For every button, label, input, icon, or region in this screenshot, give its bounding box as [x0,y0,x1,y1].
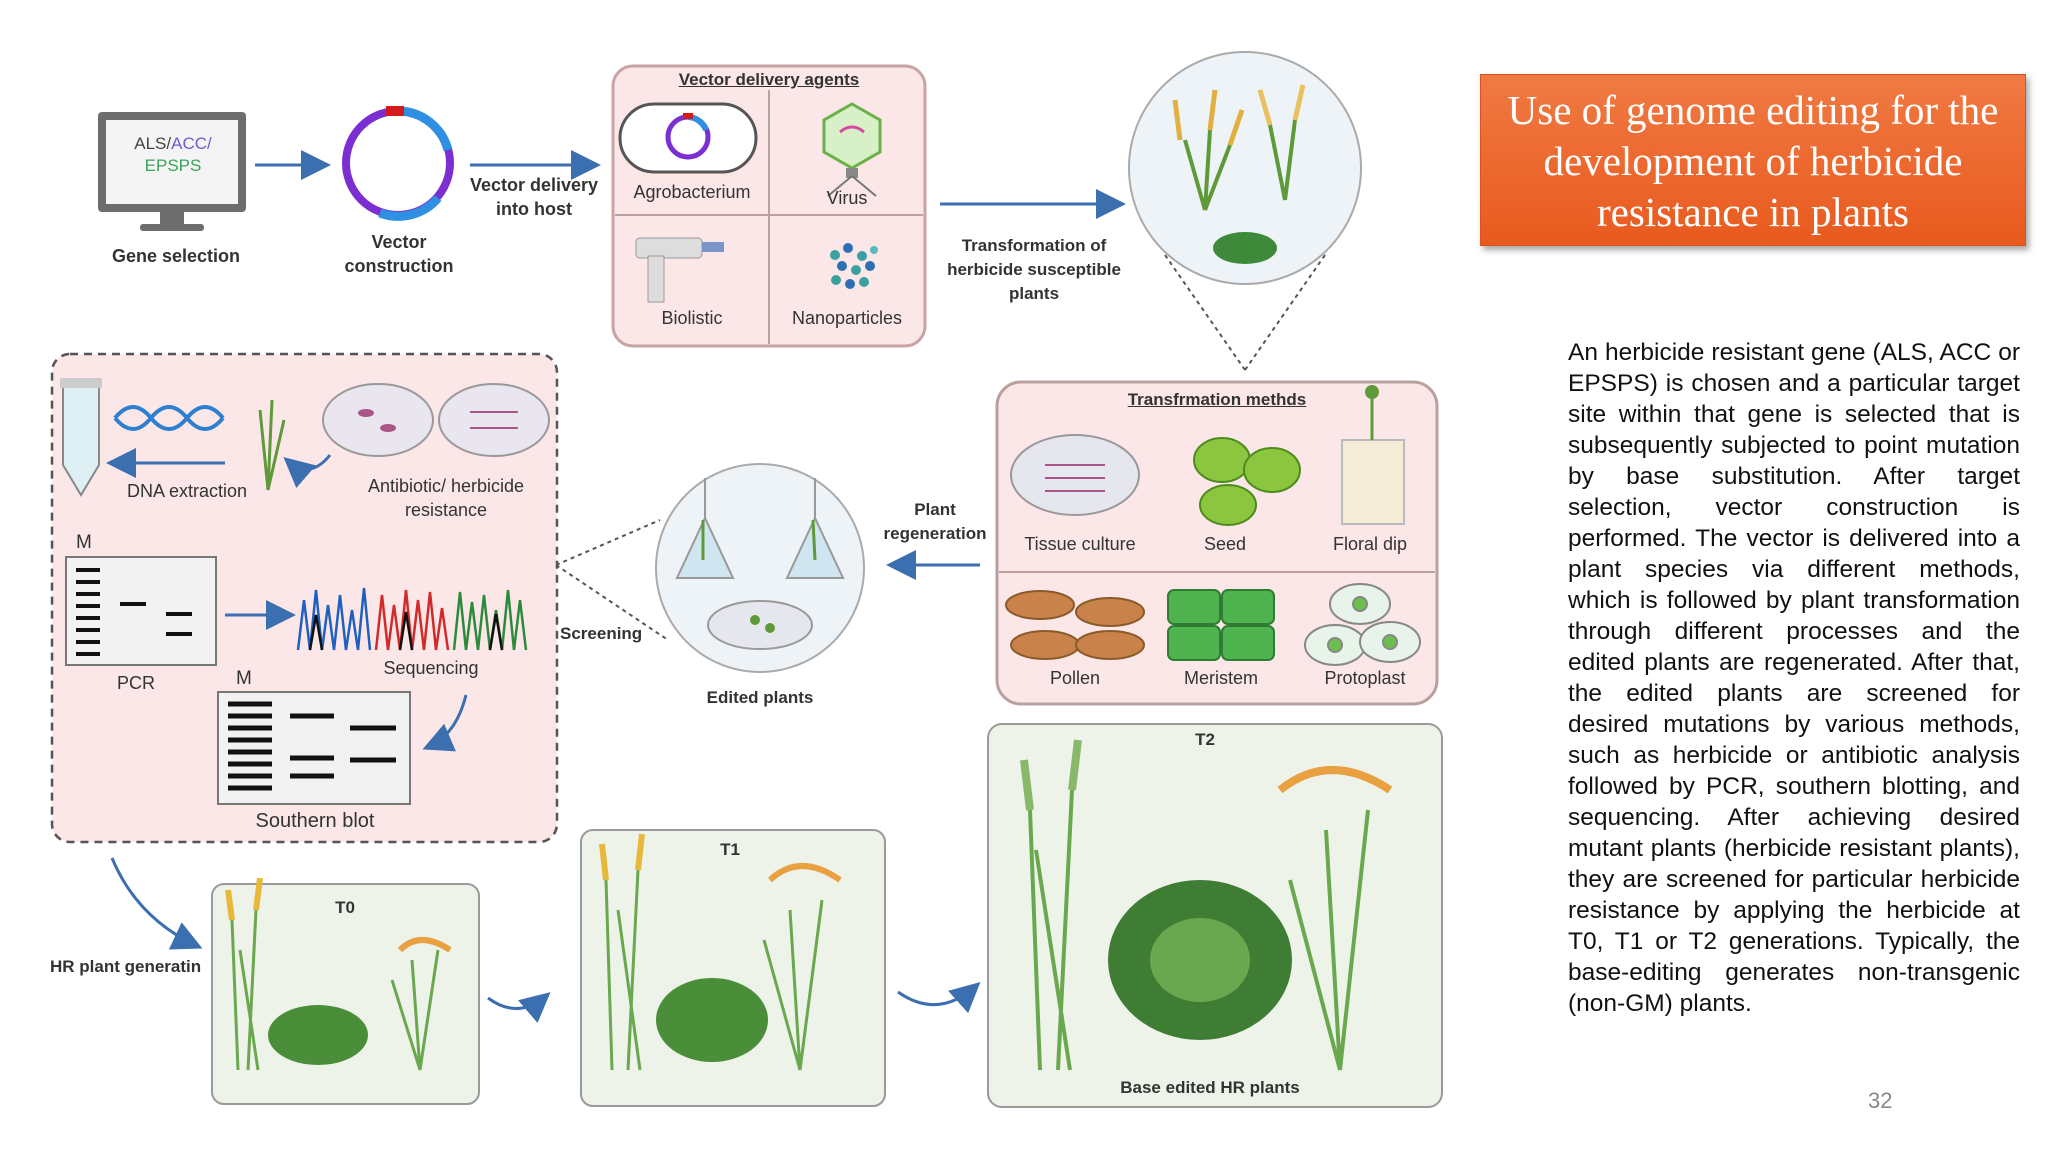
plant-icon [1172,84,1306,264]
virus-label: Virus [826,188,868,208]
slide-title: Use of genome editing for the developmen… [1507,87,1999,235]
biolistic-label: Biolistic [661,308,723,328]
meristem-label: Meristem [1183,668,1258,688]
pollen-label: Pollen [1049,668,1101,688]
title-box: Use of genome editing for the developmen… [1480,74,2026,246]
southern-blot-label: Southern blot [255,810,375,832]
antibiotic-dish-icon [322,383,550,457]
pcr-label: PCR [116,673,155,693]
arrow-icon [897,982,981,1014]
flask-icon [675,478,845,650]
diagram-graphics [50,51,1443,1108]
seedling-icon [258,399,286,491]
dna-extraction-label: DNA extraction [126,481,248,501]
acc-label: ACC/ [171,134,212,153]
description-text: An herbicide resistant gene (ALS, ACC or… [1568,339,2020,1017]
tube-icon [60,378,102,497]
edited-plants-label: Edited plants [706,688,814,707]
transformation-label: Transformation of herbicide susceptible … [947,236,1121,303]
protoplast-label: Protoplast [1324,668,1406,688]
pollen-icon [1005,590,1145,660]
vector-construction-label: Vector construction [344,232,454,276]
arrow-icon [487,992,551,1024]
agrobacterium-label: Agrobacterium [633,182,751,202]
arrow-icon [422,694,468,752]
protoplast-icon [1304,583,1421,666]
pcr-gel-icon [65,556,217,666]
tissue-culture-label: Tissue culture [1024,534,1136,554]
virus-icon [822,102,882,197]
floral-dip-beaker-icon [1341,385,1405,525]
page-number: 32 [1868,1088,1893,1113]
antibiotic-resistance-label: Antibiotic/ herbicide resistance [367,476,525,520]
seed-icon [1193,437,1301,526]
dna-helix-icon [113,405,225,431]
agrobacterium-icon [618,102,758,174]
t2-label: T2 [1195,730,1215,749]
floral-dip-label: Floral dip [1332,534,1408,554]
sequencing-label: Sequencing [383,658,479,678]
workflow-diagram: ALS/ACC/ EPSPS Gene selection Vector con… [50,51,1443,1108]
screening-label: Screening [560,624,643,643]
meristem-icon [1167,589,1275,661]
t1-plants-icon [599,833,842,1071]
t1-label: T1 [720,840,740,859]
gene-selection-label: Gene selection [111,246,241,266]
plasmid-icon [342,106,454,221]
vector-delivery-label: Vector delivery into host [469,175,599,219]
epsps-label: EPSPS [144,156,202,175]
susceptible-plants-circle [1128,51,1362,285]
t1-box [580,829,886,1107]
nanoparticles-label: Nanoparticles [791,308,903,328]
monitor-screen-text: ALS/ACC/ EPSPS [108,133,238,177]
plant-regeneration-label: Plant regeneration [883,500,987,543]
als-label: ALS/ [134,134,172,153]
petri-dish-icon [1010,434,1140,516]
southern-blot-icon [217,691,411,805]
sequencing-chromatogram-icon [296,587,528,651]
screening-box [50,352,559,844]
transformation-methods-title: Transfrmation methds [1127,390,1307,409]
t0-label: T0 [335,898,355,917]
arrow-icon [110,857,203,950]
t2-plants-icon [1020,739,1393,1071]
base-edited-label: Base edited HR plants [1120,1078,1300,1097]
biolistic-gun-icon [635,237,724,303]
marker-label-southern: M [236,668,252,689]
delivery-agents-title: Vector delivery agents [678,70,860,89]
monitor-icon [98,112,246,231]
t0-plants-icon [225,877,452,1071]
seed-label: Seed [1203,534,1247,554]
arrow-icon [283,454,332,489]
nanoparticles-icon [830,243,878,289]
marker-label-pcr: M [76,532,92,553]
hr-plant-generation-label: HR plant generatin [50,957,202,976]
